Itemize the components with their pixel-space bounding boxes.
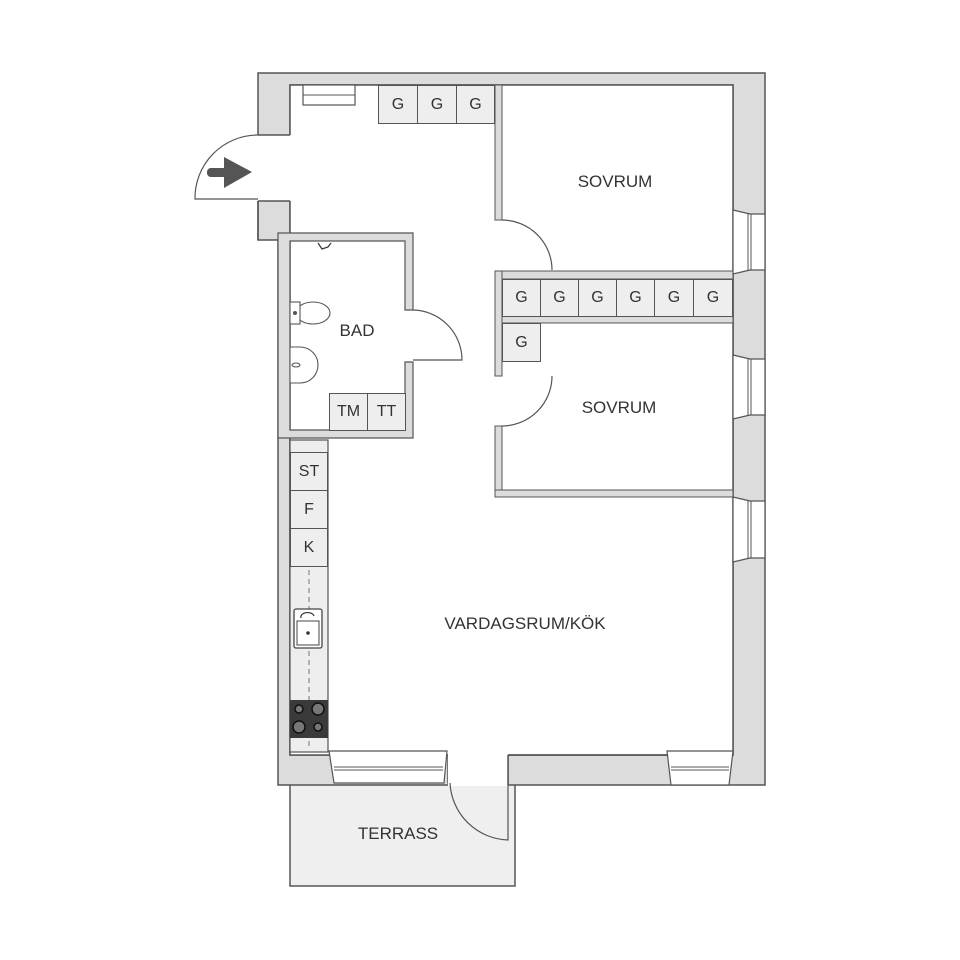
- kitchen-sink-icon: [293, 608, 323, 649]
- interior-wall: [494, 425, 503, 497]
- interior-wall: [494, 489, 734, 498]
- terrace-area: [289, 782, 516, 887]
- bedroom-top-door-swing: [501, 219, 553, 271]
- closet-hall: G: [378, 85, 418, 124]
- closet-bedroom: G: [654, 279, 694, 317]
- closet-hall: G: [456, 85, 495, 124]
- entrance-door-swing: [194, 134, 259, 200]
- interior-wall: [494, 84, 503, 221]
- window-bedroom-top: [732, 209, 766, 275]
- window-bedroom-bottom: [732, 354, 766, 420]
- tumble-dryer: TT: [367, 393, 406, 431]
- kitchen-unit-freezer: K: [290, 528, 328, 567]
- bathroom-door-swing: [412, 309, 463, 361]
- closet-bedroom: G: [540, 279, 579, 317]
- toilet-icon: [289, 301, 331, 325]
- closet-hall: G: [417, 85, 457, 124]
- window-living-bottom-right: [666, 750, 734, 786]
- washing-machine: TM: [329, 393, 368, 431]
- room-label-bedroom-top: SOVRUM: [577, 172, 653, 191]
- window-living: [732, 496, 766, 563]
- window-living-bottom-left: [328, 750, 448, 784]
- interior-wall: [494, 270, 503, 377]
- closet-bedroom: G: [502, 279, 541, 317]
- room-label-living-kitchen: VARDAGSRUM/KÖK: [444, 614, 606, 633]
- room-label-terrace: TERRASS: [357, 824, 439, 843]
- kitchen-unit-st: ST: [290, 452, 328, 491]
- balcony-door-swing: [449, 782, 509, 841]
- entrance-arrow-icon: [207, 157, 252, 188]
- closet-bedroom: G: [693, 279, 733, 317]
- stove-icon: [290, 700, 328, 738]
- washbasin-icon: [289, 346, 319, 384]
- closet-bedroom: G: [578, 279, 617, 317]
- closet-bedroom-single: G: [502, 323, 541, 362]
- kitchen-unit-fridge: F: [290, 490, 328, 529]
- bedroom-bottom-door-swing: [501, 375, 553, 427]
- room-label-bedroom-bottom: SOVRUM: [581, 398, 657, 417]
- shower-icon: [317, 242, 332, 250]
- closet-bedroom: G: [616, 279, 655, 317]
- room-label-bathroom: BAD: [339, 321, 375, 340]
